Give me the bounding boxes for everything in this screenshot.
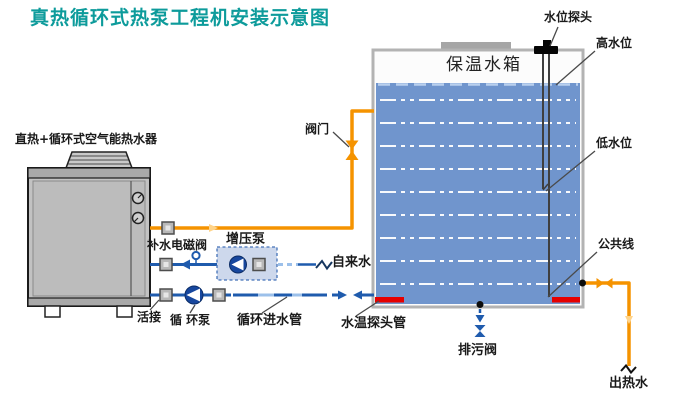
diagram-title: 真热循环式热泵工程机安装示意图 bbox=[30, 7, 331, 29]
shutoff-valve-icon bbox=[345, 140, 359, 150]
union-joint-label: 活接 bbox=[137, 310, 162, 324]
low-water-level-label: 低水位 bbox=[596, 136, 633, 150]
insulated-water-tank bbox=[371, 40, 585, 309]
flow-arrow bbox=[625, 316, 633, 324]
temp-probe-tube-marker bbox=[375, 297, 404, 303]
makeup-water-line bbox=[150, 246, 333, 281]
temp-probe-tube-label: 水温探头管 bbox=[341, 316, 407, 331]
flow-arrow bbox=[353, 290, 362, 300]
drain-valve-icon bbox=[474, 325, 486, 331]
drain-valve-icon bbox=[474, 331, 486, 337]
hot-water-outlet-label: 出热水 bbox=[609, 376, 649, 391]
tank-label: 保温水箱 bbox=[446, 55, 522, 75]
outlet-valve-icon bbox=[596, 278, 604, 289]
flow-arrow bbox=[338, 290, 347, 300]
flow-arrow bbox=[209, 224, 218, 232]
solenoid-valve-icon bbox=[191, 250, 201, 261]
heater-label: 直热+循环式空气能热水器 bbox=[15, 132, 158, 146]
common-line-label: 公共线 bbox=[598, 237, 635, 251]
circulation-line bbox=[150, 285, 374, 305]
drain-valve-label: 排污阀 bbox=[458, 343, 498, 358]
leader-lines bbox=[149, 26, 598, 317]
flow-arrow bbox=[180, 259, 190, 270]
makeup-solenoid-label: 补水电磁阀 bbox=[147, 238, 208, 252]
circulation-pump-label: 循 环泵 bbox=[170, 313, 211, 327]
outlet-valve-icon bbox=[605, 278, 613, 289]
heater-foot bbox=[44, 305, 61, 318]
tap-water-label: 自来水 bbox=[332, 255, 372, 270]
pipe-joint-dot bbox=[476, 301, 484, 308]
tank-top-cap bbox=[441, 42, 511, 50]
circulation-pipe-label: 循环进水管 bbox=[237, 313, 303, 328]
pipe-joint-dot bbox=[579, 279, 586, 287]
heater-element-marker bbox=[552, 297, 580, 303]
high-water-level-label: 高水位 bbox=[596, 36, 633, 50]
pipe-break-symbol bbox=[620, 363, 637, 375]
drain-valve-assembly bbox=[474, 301, 486, 337]
booster-pump-box bbox=[216, 246, 278, 281]
flow-arrow bbox=[475, 315, 485, 323]
hot-supply-pipe bbox=[150, 109, 374, 235]
water-level-probe-label: 水位探头 bbox=[544, 10, 593, 24]
tank-water bbox=[376, 83, 580, 304]
heat-pump-unit bbox=[27, 151, 151, 318]
valve-label: 阀门 bbox=[305, 122, 330, 136]
booster-pump-label: 增压泵 bbox=[226, 232, 266, 247]
pipe-break-symbol bbox=[315, 259, 333, 271]
shutoff-valve-icon bbox=[345, 150, 359, 160]
water-level-probe bbox=[534, 40, 558, 297]
heater-foot bbox=[116, 305, 133, 318]
hot-outlet-pipe bbox=[579, 278, 637, 375]
